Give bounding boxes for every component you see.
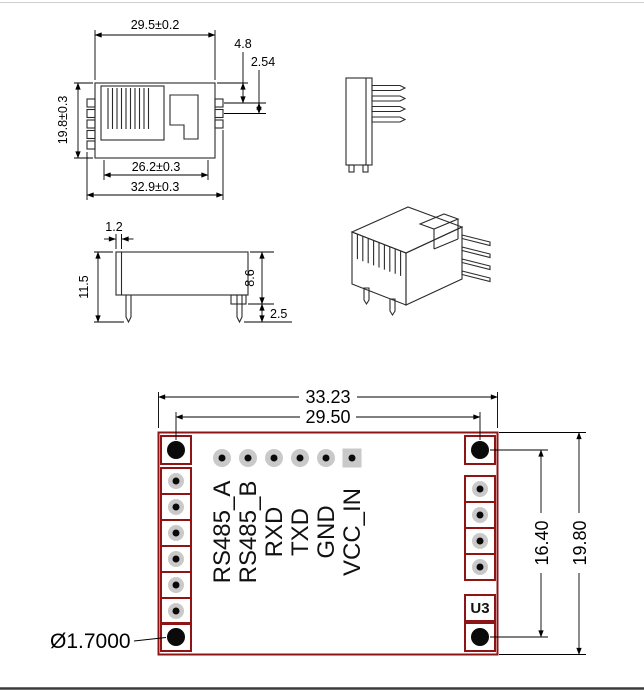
pad-txd — [291, 449, 309, 467]
pad — [168, 577, 184, 593]
hole-diameter-callout: Ø1.7000 — [50, 630, 131, 653]
reference-designator: U3 — [470, 600, 489, 617]
mounting-hole — [471, 628, 489, 646]
signal-pads — [213, 448, 362, 468]
dim-pin-pitch: 2.54 — [251, 55, 275, 69]
front-side-pin — [86, 129, 96, 140]
profile-leg — [125, 294, 132, 324]
front-view: 29.5±0.2 4.8 2.54 19.8±0.3 26.2±0.3 32.9… — [56, 18, 275, 200]
isometric-view — [350, 206, 491, 317]
front-contact-hatch — [107, 88, 150, 129]
pin-label-rs485-b: RS485_B — [235, 481, 262, 584]
pad — [472, 507, 488, 523]
pad-cell — [160, 597, 192, 625]
mounting-hole — [471, 441, 489, 459]
dim-hole-span: 29.50 — [305, 407, 350, 427]
dim-outer-width: 32.9±0.3 — [131, 180, 180, 194]
dim-total-height: 11.5 — [77, 275, 91, 298]
footprint-dimensions: 33.23 29.50 16.40 19.80 Ø1.7000 — [50, 387, 590, 655]
right-pads — [472, 481, 488, 575]
side-foot — [348, 164, 355, 173]
pad — [168, 525, 184, 541]
pin-label-gnd: GND — [313, 505, 340, 558]
profile-peg — [230, 294, 247, 305]
profile-leg — [236, 294, 243, 324]
mounting-hole — [167, 441, 185, 459]
footprint-outline — [157, 431, 499, 656]
pad-gnd — [317, 449, 335, 467]
profile-view: 1.2 11.5 8.6 2.5 — [77, 220, 292, 324]
pad-rs485-a — [213, 449, 231, 467]
front-side-pin — [214, 108, 224, 119]
iso-leg — [363, 287, 370, 306]
front-view-body — [86, 82, 224, 159]
dim-outer-width: 33.23 — [305, 387, 350, 407]
front-side-pin — [86, 119, 96, 129]
pin-label-rs485-a: RS485_A — [209, 481, 236, 584]
iso-pin — [461, 258, 491, 271]
dim-pad-span: 16.40 — [532, 520, 552, 565]
dim-height: 19.8±0.3 — [56, 96, 70, 145]
iso-latch-block — [418, 213, 460, 250]
side-view — [345, 77, 407, 173]
dim-pin-offset: 4.8 — [234, 37, 251, 51]
front-side-pin — [86, 98, 96, 108]
pad — [168, 473, 184, 489]
front-side-pin — [214, 98, 224, 108]
pin-label-vcc-in: VCC_IN — [339, 488, 366, 576]
front-side-pin — [86, 108, 96, 119]
front-side-pin — [86, 140, 96, 150]
mounting-hole — [167, 628, 185, 646]
pad — [168, 499, 184, 515]
pad-rs485-b — [239, 449, 257, 467]
dim-inner-width: 26.2±0.3 — [132, 160, 181, 174]
left-pads — [168, 473, 184, 619]
pad — [472, 533, 488, 549]
pad — [472, 559, 488, 575]
dim-pin-length: 2.5 — [270, 307, 287, 321]
iso-right-face — [405, 226, 463, 306]
front-latch-step — [169, 94, 199, 140]
iso-pin — [461, 270, 491, 283]
pad — [168, 603, 184, 619]
pad-vcc-in — [342, 448, 362, 468]
pin-label-txd: TXD — [287, 508, 314, 556]
front-view-dimension-lines — [74, 30, 266, 200]
pad-cell — [464, 553, 496, 581]
dim-outer-height: 19.80 — [570, 520, 590, 565]
side-pin — [371, 116, 407, 123]
mounting-holes — [167, 441, 489, 646]
profile-dimension-lines — [94, 234, 292, 323]
front-side-pin — [214, 119, 224, 129]
footprint: RS485_A RS485_B RXD TXD GND VCC_IN U3 33… — [50, 387, 590, 656]
refdes-cell — [464, 594, 496, 622]
iso-pin — [461, 246, 491, 259]
pin-labels: RS485_A RS485_B RXD TXD GND VCC_IN — [209, 481, 366, 584]
side-foot — [362, 164, 369, 173]
profile-body — [115, 251, 249, 324]
pin-label-rxd: RXD — [261, 507, 288, 558]
side-pin — [371, 95, 407, 102]
iso-pin — [461, 234, 491, 247]
iso-contact-hatch — [356, 234, 402, 276]
dim-wall: 1.2 — [105, 220, 122, 234]
iso-leg — [389, 298, 396, 317]
dim-body-height: 8.6 — [243, 269, 257, 286]
dim-top-width: 29.5±0.2 — [131, 18, 180, 32]
pad-rxd — [265, 449, 283, 467]
side-pin — [371, 105, 407, 113]
pad — [472, 481, 488, 497]
side-pin — [371, 84, 407, 92]
pad — [168, 551, 184, 567]
